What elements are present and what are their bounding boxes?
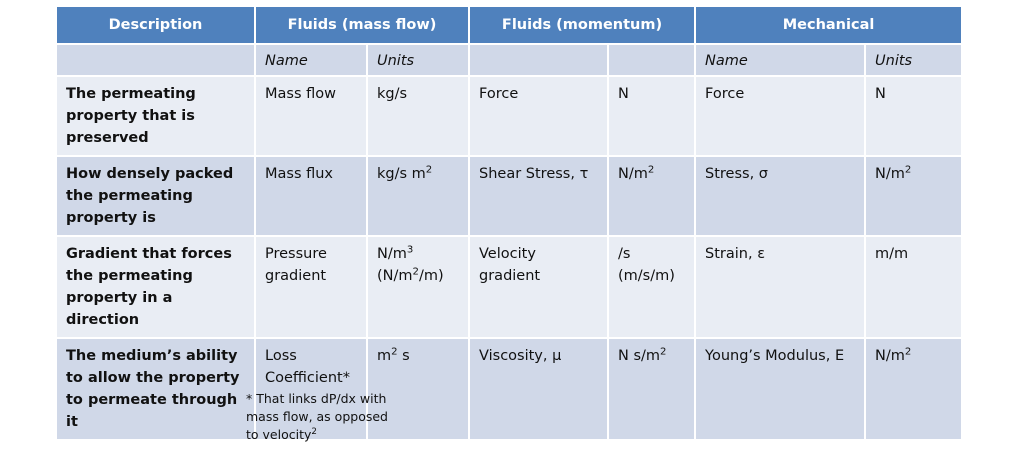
table-row: The permeating property that is preserve… — [55, 75, 964, 157]
subheader-empty — [55, 43, 256, 77]
row-description: The medium’s ability to allow the proper… — [55, 337, 256, 441]
footnote-line-3: to velocity — [246, 427, 312, 442]
footnote-superscript: 2 — [311, 427, 317, 438]
cell-mechanical-units: N/m2 — [864, 155, 964, 237]
cell-mechanical-name: Stress, σ — [694, 155, 867, 237]
cell-mass-units: kg/s — [365, 75, 471, 157]
cell-mechanical-name: Young’s Modulus, E — [694, 337, 867, 441]
cell-mass-units: kg/s m2 — [365, 155, 471, 237]
subheader-row: Name Units Name Units — [55, 43, 964, 77]
subheader-empty-momentum-name — [468, 43, 610, 77]
row-description: How densely packed the permeating proper… — [55, 155, 256, 237]
subheader-name-mechanical: Name — [694, 43, 867, 77]
cell-mechanical-units: N/m2 — [864, 337, 964, 441]
footnote: * That links dP/dx with mass flow, as op… — [246, 390, 416, 444]
header-description: Description — [55, 5, 256, 45]
cell-momentum-name: Viscosity, μ — [468, 337, 610, 441]
header-mechanical: Mechanical — [694, 5, 964, 45]
cell-momentum-name: Force — [468, 75, 610, 157]
cell-mass-units: N/m3(N/m2/m) — [365, 235, 471, 339]
cell-mechanical-name: Force — [694, 75, 867, 157]
cell-mechanical-units: N — [864, 75, 964, 157]
subheader-units-mechanical: Units — [864, 43, 964, 77]
header-fluids-mass-flow: Fluids (mass flow) — [253, 5, 471, 45]
table-row: How densely packed the permeating proper… — [55, 155, 964, 237]
subheader-empty-momentum-units — [607, 43, 697, 77]
cell-momentum-units: N/m2 — [607, 155, 697, 237]
cell-mechanical-units: m/m — [864, 235, 964, 339]
row-description: Gradient that forces the permeating prop… — [55, 235, 256, 339]
cell-mechanical-name: Strain, ε — [694, 235, 867, 339]
cell-mass-name: Mass flux — [254, 155, 368, 237]
cell-mass-units: m2 s — [365, 337, 471, 441]
row-description: The permeating property that is preserve… — [55, 75, 256, 157]
subheader-units-mass: Units — [365, 43, 471, 77]
cell-momentum-units: /s(m/s/m) — [607, 235, 697, 339]
footnote-line-1: * That links dP/dx with — [246, 391, 387, 406]
table-row: Gradient that forces the permeating prop… — [55, 235, 964, 339]
cell-momentum-name: Shear Stress, τ — [468, 155, 610, 237]
footnote-line-2: mass flow, as opposed — [246, 409, 388, 424]
header-row: Description Fluids (mass flow) Fluids (m… — [55, 5, 964, 45]
cell-mass-name: Mass flow — [254, 75, 368, 157]
subheader-name-mass: Name — [254, 43, 368, 77]
table-row: The medium’s ability to allow the proper… — [55, 337, 964, 441]
comparison-table: Description Fluids (mass flow) Fluids (m… — [55, 5, 964, 441]
cell-momentum-units: N — [607, 75, 697, 157]
cell-momentum-units: N s/m2 — [607, 337, 697, 441]
header-fluids-momentum: Fluids (momentum) — [468, 5, 697, 45]
